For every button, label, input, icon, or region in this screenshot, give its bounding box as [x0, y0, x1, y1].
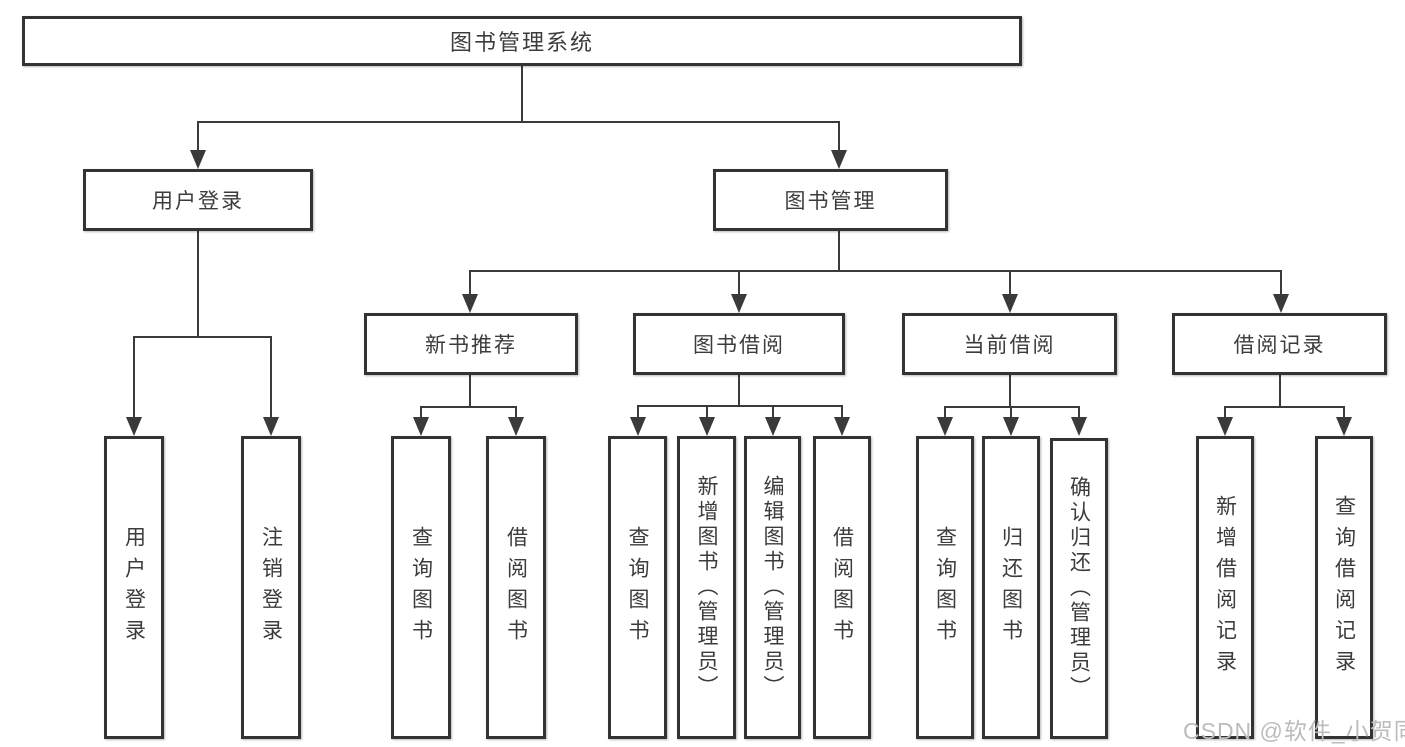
connector-line [1224, 406, 1345, 408]
node-user-login: 用户登录 [83, 169, 313, 231]
leaf-label: 查询图书 [626, 525, 649, 650]
connector-line [738, 375, 740, 407]
arrowhead-down-icon [1071, 417, 1087, 436]
connector-line [197, 121, 199, 152]
arrowhead-down-icon [1273, 294, 1289, 313]
arrowhead-down-icon [834, 417, 850, 436]
arrowhead-down-icon [1336, 417, 1352, 436]
leaf-label: 归还图书 [999, 525, 1023, 650]
leaf-label: 借阅图书 [504, 525, 528, 650]
arrowhead-down-icon [1217, 417, 1233, 436]
connector-line [515, 406, 517, 419]
connector-line [838, 231, 840, 272]
connector-line [1279, 375, 1281, 408]
arrowhead-down-icon [263, 417, 279, 436]
connector-line [1010, 406, 1012, 419]
node-label: 新书推荐 [425, 334, 517, 357]
connector-line [420, 406, 422, 419]
arrowhead-down-icon [1003, 417, 1019, 436]
leaf-add-borrow-record: 新增借阅记录 [1196, 436, 1254, 739]
leaf-label: 确认归还（管理员） [1067, 476, 1091, 701]
node-book-borrow: 图书借阅 [633, 313, 845, 375]
connector-line [1280, 270, 1282, 296]
connector-line [469, 375, 471, 408]
arrowhead-down-icon [508, 417, 524, 436]
arrowhead-down-icon [1002, 294, 1018, 313]
leaf-label: 用户登录 [122, 525, 146, 650]
leaf-label: 新增图书（管理员） [695, 475, 718, 700]
leaf-borrow-book: 借阅图书 [813, 436, 871, 739]
leaf-logout: 注销登录 [241, 436, 301, 739]
connector-line [706, 405, 708, 419]
connector-line [1078, 406, 1080, 419]
leaf-label: 编辑图书（管理员） [761, 475, 784, 700]
connector-line [944, 406, 946, 419]
arrowhead-down-icon [731, 294, 747, 313]
connector-line [738, 270, 740, 296]
connector-line [270, 336, 272, 419]
leaf-confirm-return-admin: 确认归还（管理员） [1050, 438, 1108, 739]
node-label: 图书借阅 [693, 334, 785, 357]
arrowhead-down-icon [937, 417, 953, 436]
node-library-management-system: 图书管理系统 [22, 16, 1022, 66]
arrowhead-down-icon [831, 150, 847, 169]
connector-line [772, 405, 774, 419]
leaf-user-login: 用户登录 [104, 436, 164, 739]
connector-line [521, 66, 523, 122]
arrowhead-down-icon [413, 417, 429, 436]
leaf-label: 查询图书 [933, 525, 957, 650]
connector-line [637, 405, 843, 407]
watermark: CSDN @软件_小贺同学 [1183, 718, 1405, 744]
node-current-borrow: 当前借阅 [902, 313, 1117, 375]
node-label: 借阅记录 [1233, 334, 1326, 357]
arrowhead-down-icon [765, 417, 781, 436]
connector-line [420, 406, 517, 408]
connector-line [198, 121, 840, 123]
node-new-book-recommend: 新书推荐 [364, 313, 578, 375]
node-label: 当前借阅 [963, 334, 1056, 357]
leaf-borrow-books-recommend: 借阅图书 [486, 436, 546, 739]
leaf-return-book: 归还图书 [982, 436, 1040, 739]
node-label: 图书管理 [784, 190, 877, 213]
connector-line [133, 336, 135, 419]
arrowhead-down-icon [630, 417, 646, 436]
connector-line [1343, 406, 1345, 419]
connector-line [841, 405, 843, 419]
connector-line [838, 121, 840, 152]
node-label: 用户登录 [152, 190, 244, 213]
leaf-query-borrow-record: 查询借阅记录 [1315, 436, 1373, 739]
connector-line [944, 406, 1080, 408]
connector-line [469, 270, 1282, 272]
connector-line [197, 231, 199, 338]
node-label: 图书管理系统 [449, 30, 594, 55]
connector-line [469, 270, 471, 296]
arrowhead-down-icon [462, 294, 478, 313]
leaf-label: 注销登录 [259, 525, 283, 650]
leaf-query-books-recommend: 查询图书 [391, 436, 451, 739]
leaf-query-books-borrow: 查询图书 [608, 436, 667, 739]
leaf-label: 查询借阅记录 [1332, 494, 1356, 681]
arrowhead-down-icon [699, 417, 715, 436]
leaf-label: 新增借阅记录 [1213, 494, 1237, 681]
connector-line [1224, 406, 1226, 419]
connector-line [133, 336, 272, 338]
node-book-management: 图书管理 [713, 169, 948, 231]
node-borrow-records: 借阅记录 [1172, 313, 1387, 375]
connector-line [637, 405, 639, 419]
connector-line [1009, 375, 1011, 408]
arrowhead-down-icon [126, 417, 142, 436]
leaf-label: 查询图书 [409, 525, 433, 650]
arrowhead-down-icon [190, 150, 206, 169]
leaf-add-book-admin: 新增图书（管理员） [677, 436, 736, 739]
connector-line [1009, 270, 1011, 296]
leaf-query-books-current: 查询图书 [916, 436, 974, 739]
leaf-label: 借阅图书 [830, 525, 854, 650]
leaf-edit-book-admin: 编辑图书（管理员） [744, 436, 801, 739]
